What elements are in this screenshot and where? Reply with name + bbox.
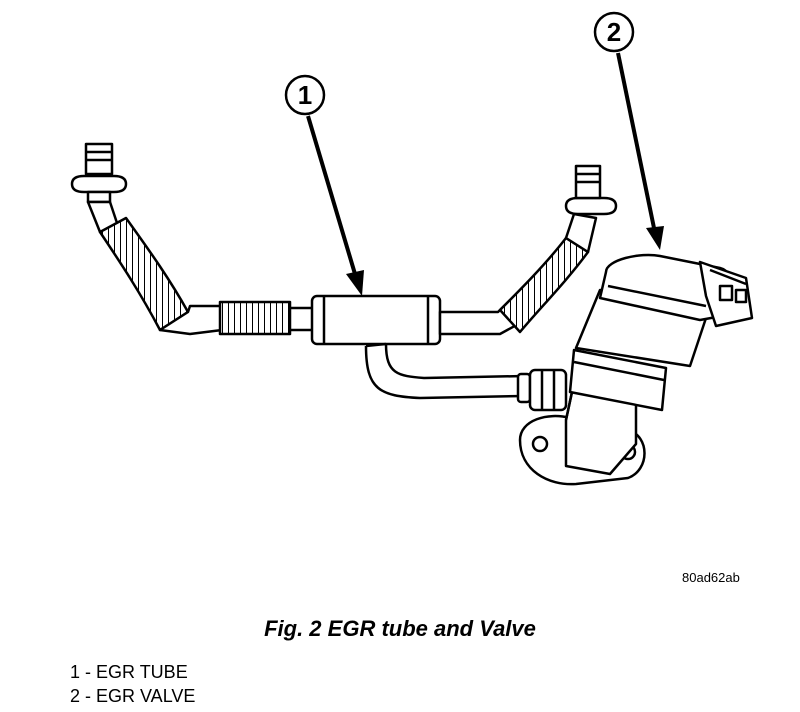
branch-tube-pipe	[364, 345, 525, 400]
callout-2-arrowhead	[646, 226, 664, 250]
callout-2-leader	[616, 52, 656, 229]
egr-valve	[518, 253, 754, 486]
legend-item-1: 1 - EGR TUBE	[70, 662, 188, 682]
callout-2: 2	[593, 11, 664, 250]
right-flex-section	[498, 236, 590, 334]
center-flex-section	[218, 300, 292, 336]
figure-caption: Fig. 2 EGR tube and Valve	[264, 616, 536, 641]
left-tube-fitting	[70, 142, 128, 204]
left-flex-section	[98, 216, 190, 332]
egr-tube	[70, 142, 618, 412]
legend-item-2: 2 - EGR VALVE	[70, 686, 196, 706]
flange-bolt-hole-left	[531, 435, 549, 453]
callout-1-circle	[284, 74, 326, 116]
egr-illustration: 1 2	[70, 11, 754, 486]
figure-code: 80ad62ab	[682, 570, 740, 585]
callout-1-leader	[306, 115, 357, 275]
callout-1-arrowhead	[346, 270, 364, 296]
callout-2-circle	[593, 11, 635, 53]
center-sleeve	[310, 294, 442, 346]
callout-1-label: 1	[298, 80, 312, 110]
electrical-connector	[698, 260, 754, 328]
branch-fitting	[516, 368, 568, 412]
callout-1: 1	[284, 74, 364, 296]
legend: 1 - EGR TUBE 2 - EGR VALVE	[70, 660, 195, 708]
callout-2-label: 2	[607, 17, 621, 47]
right-tube-fitting	[564, 164, 618, 216]
